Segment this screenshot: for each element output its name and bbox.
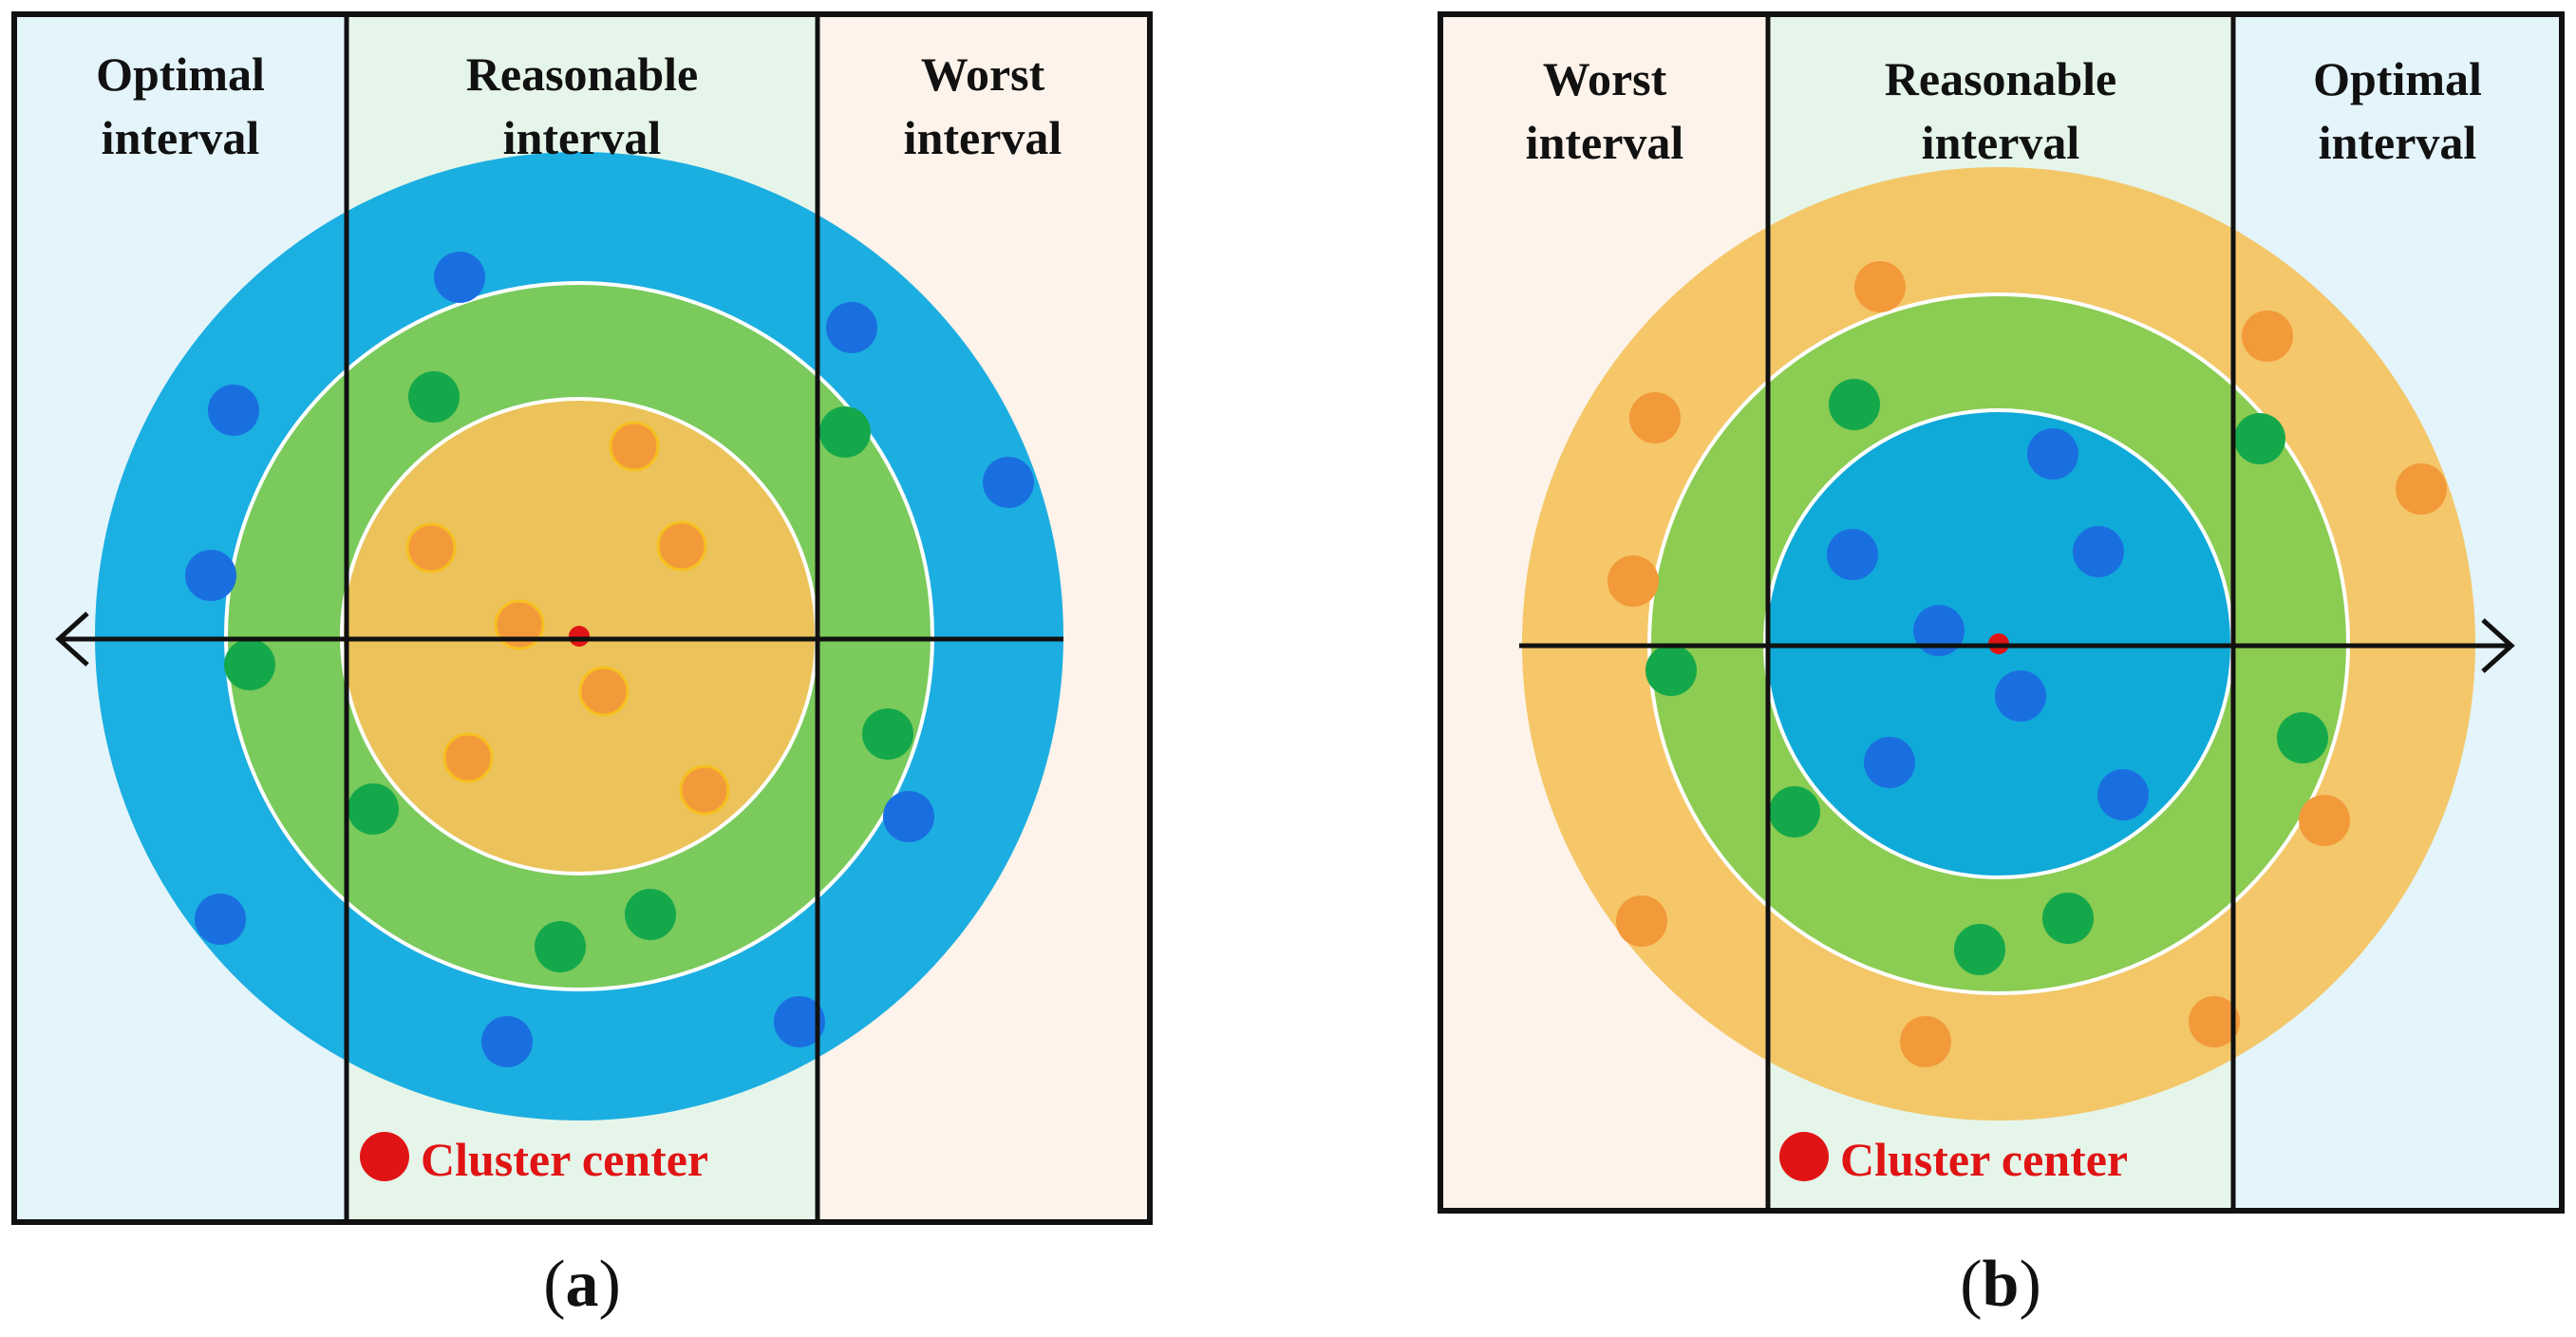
middle-ring-points	[224, 371, 913, 972]
data-point	[578, 666, 630, 717]
data-point	[2042, 893, 2094, 944]
panel-caption-b: (b)	[1960, 1248, 2041, 1321]
data-point	[1769, 786, 1820, 838]
data-point	[2299, 795, 2350, 846]
data-point	[1864, 737, 1915, 788]
outer-ring-points	[1608, 261, 2447, 1067]
data-point	[883, 791, 934, 842]
horizontal-axis	[55, 612, 1063, 667]
interval-labels: Optimal interval Reasonable interval Wor…	[96, 47, 1062, 164]
legend-label: Cluster center	[421, 1133, 708, 1186]
data-point	[679, 764, 730, 816]
data-point	[1913, 605, 1965, 656]
legend-center-dot	[360, 1132, 409, 1181]
data-point	[826, 302, 877, 353]
data-point	[2234, 413, 2285, 464]
interval-dividers	[344, 14, 820, 1222]
data-point	[1608, 556, 1659, 607]
data-point	[208, 385, 259, 436]
data-point	[405, 522, 457, 574]
data-point	[1854, 261, 1906, 312]
data-point	[481, 1016, 533, 1067]
interval-labels: Worst interval Reasonable interval Optim…	[1526, 52, 2482, 169]
legend: Cluster center	[360, 1132, 708, 1186]
outer-ring-points	[185, 252, 1034, 1067]
data-point	[1616, 895, 1667, 947]
data-point	[1995, 670, 2046, 722]
panel-frame	[1438, 11, 2565, 1214]
data-point	[2097, 769, 2149, 820]
data-point	[2027, 428, 2078, 480]
data-point	[625, 889, 676, 940]
data-point	[442, 732, 494, 783]
data-point	[1829, 379, 1880, 430]
interval-dividers	[1765, 14, 2236, 1211]
data-point	[862, 708, 913, 760]
data-point	[2189, 996, 2240, 1047]
data-point	[408, 371, 460, 423]
data-point	[609, 421, 660, 472]
interval-label-optimal-line2: interval	[102, 111, 260, 164]
data-point	[2396, 463, 2447, 515]
data-point	[1900, 1016, 1951, 1067]
panel-a: Optimal interval Reasonable interval Wor…	[11, 11, 1153, 1321]
legend-label: Cluster center	[1840, 1133, 2128, 1186]
data-point	[434, 252, 485, 303]
data-point	[2073, 526, 2124, 577]
interval-label-worst: Worst	[1543, 52, 1667, 105]
interval-label-optimal: Optimal	[96, 47, 265, 101]
data-point	[1827, 529, 1878, 580]
inner-ring-points	[405, 421, 730, 816]
panel-b: Worst interval Reasonable interval Optim…	[1438, 11, 2565, 1321]
middle-ring-points	[1645, 379, 2328, 975]
data-point	[819, 406, 871, 458]
interval-label-optimal: Optimal	[2313, 52, 2482, 105]
legend-center-dot	[1779, 1132, 1829, 1181]
interval-label-worst: Worst	[921, 47, 1045, 101]
data-point	[774, 996, 825, 1047]
data-point	[656, 520, 707, 572]
data-point	[1954, 924, 2005, 975]
data-point	[2242, 311, 2293, 362]
panel-frame	[11, 11, 1153, 1225]
data-point	[1629, 392, 1681, 443]
data-point	[983, 457, 1034, 508]
panel-caption-a: (a)	[543, 1248, 621, 1321]
interval-label-reasonable-line2: interval	[1922, 116, 2080, 169]
interval-label-reasonable-line2: interval	[503, 111, 662, 164]
cluster-center-point	[569, 626, 590, 647]
interval-label-reasonable: Reasonable	[466, 47, 698, 101]
legend: Cluster center	[1779, 1132, 2128, 1186]
interval-label-worst-line2: interval	[1526, 116, 1684, 169]
data-point	[195, 894, 246, 945]
data-point	[1645, 645, 1697, 696]
arrow-left-icon	[55, 612, 89, 667]
interval-label-reasonable: Reasonable	[1885, 52, 2116, 105]
data-point	[535, 921, 586, 972]
interval-label-optimal-line2: interval	[2319, 116, 2477, 169]
data-point	[224, 639, 275, 690]
arrow-right-icon	[2481, 618, 2515, 673]
data-point	[2277, 712, 2328, 763]
data-point	[185, 550, 236, 601]
horizontal-axis	[1519, 618, 2515, 673]
data-point	[348, 783, 399, 835]
interval-label-worst-line2: interval	[904, 111, 1062, 164]
